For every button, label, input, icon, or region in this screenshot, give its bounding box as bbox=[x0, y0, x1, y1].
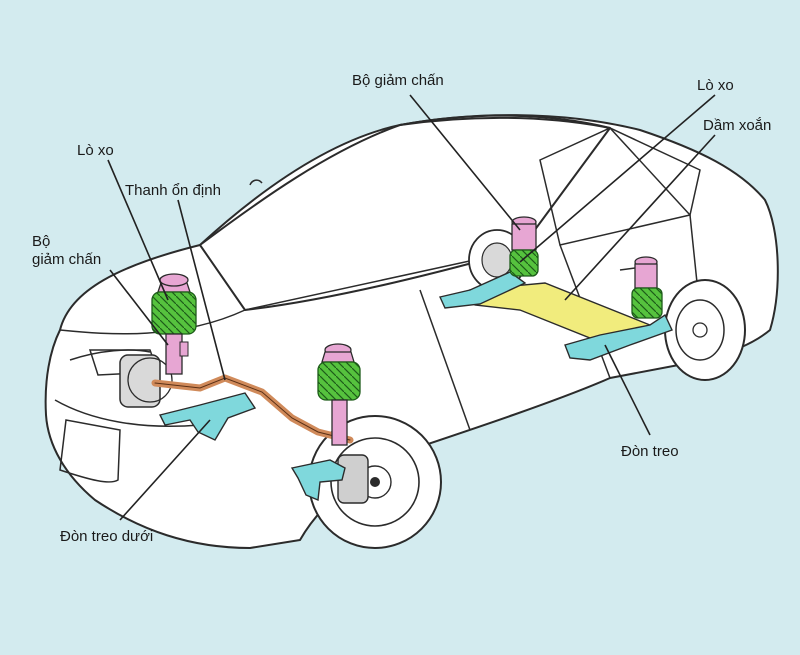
label-front-shock-line2: giảm chấn bbox=[32, 251, 102, 268]
front-wheel bbox=[308, 415, 442, 549]
label-front-shock-line1: Bộ bbox=[32, 233, 51, 250]
rear-right-shock bbox=[631, 256, 663, 319]
front-right-strut bbox=[317, 343, 361, 446]
rear-arm-left bbox=[439, 271, 527, 309]
leader-rear-shock bbox=[409, 94, 521, 231]
leader-torsion-beam bbox=[564, 134, 716, 301]
car-body bbox=[44, 114, 779, 549]
label-lower-arm: Đòn treo dưới bbox=[60, 528, 154, 545]
leader-rear-arm bbox=[604, 344, 651, 436]
rear-wheel bbox=[664, 279, 746, 381]
front-lower-arm-right bbox=[290, 459, 346, 502]
rear-arm-right bbox=[564, 313, 673, 361]
label-rear-shock: Bộ giảm chấn bbox=[352, 72, 444, 89]
label-rear-arm: Đòn treo bbox=[621, 443, 679, 460]
front-left-brake bbox=[119, 354, 173, 408]
leader-lines bbox=[107, 94, 716, 521]
leader-front-spring bbox=[107, 159, 169, 301]
leader-front-shock bbox=[109, 269, 169, 346]
label-rear-spring: Lò xo bbox=[697, 77, 734, 94]
leader-stabilizer bbox=[177, 199, 226, 381]
label-torsion-beam: Dầm xoắn bbox=[703, 117, 772, 134]
front-left-strut bbox=[151, 273, 197, 375]
label-front-spring: Lò xo bbox=[77, 142, 114, 159]
label-stabilizer: Thanh ổn định bbox=[125, 182, 221, 199]
leader-rear-spring bbox=[519, 94, 716, 263]
rear-left-shock bbox=[509, 216, 539, 277]
front-lower-arm-left bbox=[158, 392, 257, 441]
leader-lower-arm bbox=[119, 419, 211, 521]
